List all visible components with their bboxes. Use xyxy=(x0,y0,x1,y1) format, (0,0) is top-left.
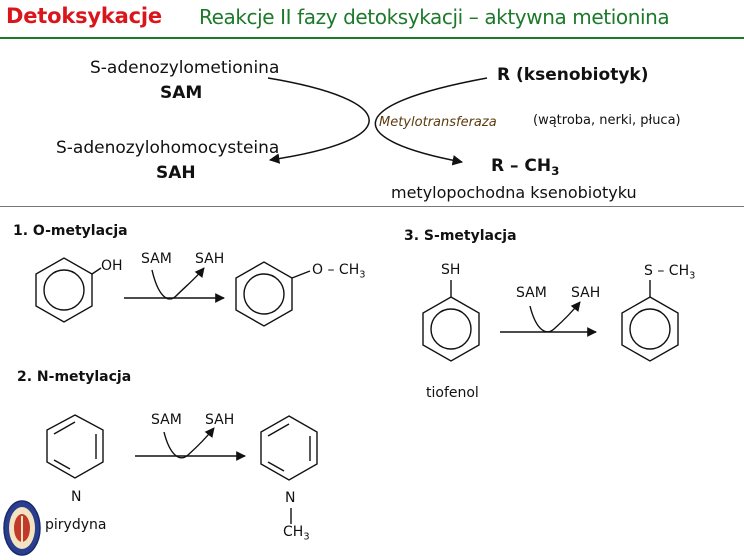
phenol-ring xyxy=(35,257,102,323)
thiophenol-sh-label: SH xyxy=(441,262,461,278)
pyridine-name: pirydyna xyxy=(45,517,107,533)
section-divider xyxy=(0,206,744,207)
enzyme-label: Metylotransferaza xyxy=(379,115,497,130)
s-methylation-heading: 3. S-metylacja xyxy=(404,228,517,244)
n-methylation-heading: 2. N-metylacja xyxy=(17,369,132,385)
n-sam-label: SAM xyxy=(151,412,182,428)
sam-to-sah-curve xyxy=(267,77,370,164)
slide-subtitle: Reakcje II fazy detoksykacji – aktywna m… xyxy=(199,5,670,29)
thiophenol-name: tiofenol xyxy=(426,385,479,401)
s-product-group: S – CH3 xyxy=(644,263,695,281)
n-sah-label: SAH xyxy=(205,412,235,428)
slide-header: Detoksykacje Reakcje II fazy detoksykacj… xyxy=(0,0,744,39)
o-product-group: O – CH3 xyxy=(312,262,365,280)
thiophenol-ring xyxy=(422,280,480,362)
pyridine-ring xyxy=(46,414,104,479)
slide-title: Detoksykacje xyxy=(6,4,162,28)
n-product-group: CH3 xyxy=(283,524,310,542)
o-product-group-main: O – CH xyxy=(312,262,360,278)
sah-abbreviation: SAH xyxy=(156,163,196,183)
phenol-oh-label: OH xyxy=(101,258,123,274)
product-formula: R – CH3 xyxy=(491,156,559,178)
o-methylation-heading: 1. O-metylacja xyxy=(13,223,128,239)
product-formula-main: R – CH xyxy=(491,156,552,176)
o-reaction-arrow xyxy=(124,267,225,303)
substrate-to-product-curve xyxy=(374,77,488,166)
s-sam-label: SAM xyxy=(516,285,547,301)
product-formula-subscript: 3 xyxy=(551,164,560,179)
methylpyridinium-ring xyxy=(260,415,318,524)
thioanisole-ring xyxy=(621,280,679,362)
sam-abbreviation: SAM xyxy=(160,83,203,103)
o-sam-label: SAM xyxy=(141,251,172,267)
s-sah-label: SAH xyxy=(571,285,601,301)
anisole-ring xyxy=(235,261,311,327)
product-name: metylopochodna ksenobiotyku xyxy=(391,183,637,202)
s-product-group-main: S – CH xyxy=(644,263,690,279)
n-product-atom: N xyxy=(285,490,296,506)
o-sah-label: SAH xyxy=(195,251,225,267)
university-seal-icon xyxy=(3,500,41,556)
n-reaction-arrow xyxy=(135,427,246,461)
enzyme-locations: (wątroba, nerki, płuca) xyxy=(533,113,681,128)
sah-full-name: S-adenozylohomocysteina xyxy=(56,138,280,158)
n-product-group-main: CH xyxy=(283,524,304,540)
n-product-group-subscript: 3 xyxy=(303,531,310,543)
sam-full-name: S-adenozylometionina xyxy=(90,58,280,78)
header-divider xyxy=(0,37,744,39)
pyridine-n-label: N xyxy=(71,489,82,505)
s-product-group-subscript: 3 xyxy=(689,270,696,282)
substrate-label: R (ksenobiotyk) xyxy=(497,65,649,85)
o-product-group-subscript: 3 xyxy=(359,269,366,281)
s-reaction-arrow xyxy=(500,301,597,337)
